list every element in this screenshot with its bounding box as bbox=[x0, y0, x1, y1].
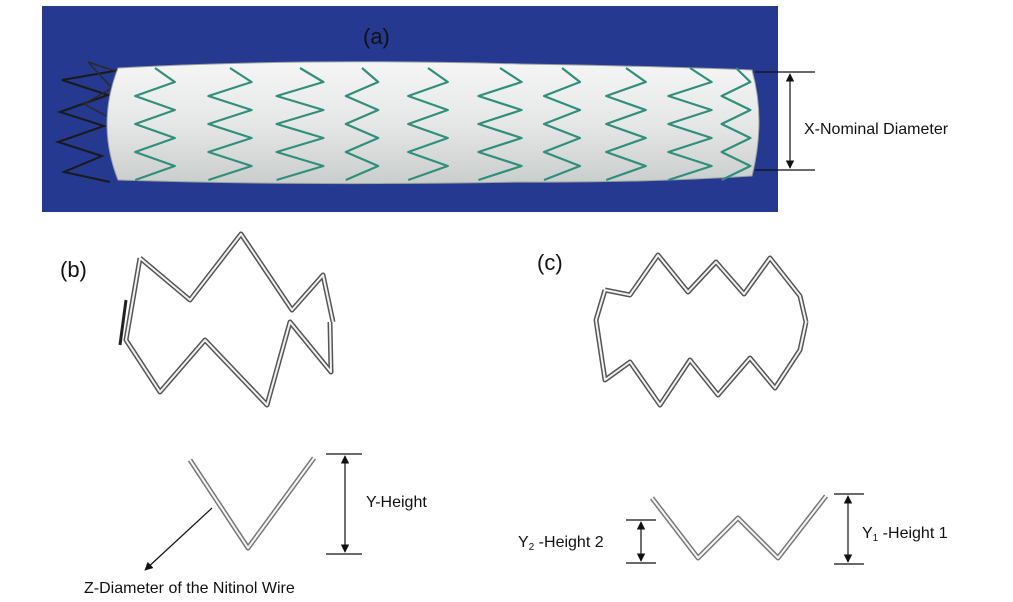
y1-height-label: Y1 -Height 1 bbox=[862, 525, 948, 544]
stent-rings bbox=[134, 67, 752, 182]
y2-subscript: 2 bbox=[529, 542, 535, 553]
y2-text: -Height 2 bbox=[534, 534, 603, 551]
panel-b-label: (b) bbox=[60, 257, 87, 282]
panel-a-label: (a) bbox=[363, 24, 390, 49]
y-height-label: Y-Height bbox=[366, 494, 427, 511]
panel-a-photo bbox=[42, 6, 778, 212]
y2-height-label: Y2 -Height 2 bbox=[518, 534, 604, 553]
panel-b-v-wire bbox=[187, 456, 317, 551]
y-height-dimension bbox=[326, 453, 362, 555]
stent-ring-1 bbox=[134, 67, 176, 182]
stent-ring-10 bbox=[720, 67, 752, 181]
x-nominal-diameter-label: X-Nominal Diameter bbox=[804, 121, 949, 138]
z-diameter-label: Z-Diameter of the Nitinol Wire bbox=[84, 580, 295, 597]
stent-ring-4 bbox=[344, 67, 380, 182]
z-diameter-arrow bbox=[144, 507, 213, 571]
y2-prefix: Y bbox=[518, 534, 529, 551]
stent-ring-3 bbox=[275, 67, 325, 182]
panel-c-w-wire bbox=[650, 494, 828, 561]
panel-b-ring bbox=[118, 231, 336, 408]
stent-ring-5 bbox=[407, 67, 449, 182]
stent-ring-7 bbox=[542, 67, 582, 182]
y2-height-dimension bbox=[626, 519, 656, 564]
y1-prefix: Y bbox=[862, 525, 873, 542]
x-diameter-dimension bbox=[755, 71, 815, 171]
y1-subscript: 1 bbox=[873, 533, 879, 544]
panel-c-label: (c) bbox=[537, 250, 563, 275]
bare-stent-crowns bbox=[54, 69, 121, 183]
y1-height-dimension bbox=[834, 493, 864, 565]
stent-ring-8 bbox=[605, 67, 647, 182]
panel-c-ring bbox=[593, 252, 809, 408]
y1-text: -Height 1 bbox=[878, 525, 947, 542]
stent-ring-2 bbox=[207, 67, 253, 182]
stent-ring-9 bbox=[667, 67, 713, 182]
graft-tube bbox=[106, 61, 760, 185]
stent-ring-6 bbox=[477, 67, 523, 182]
